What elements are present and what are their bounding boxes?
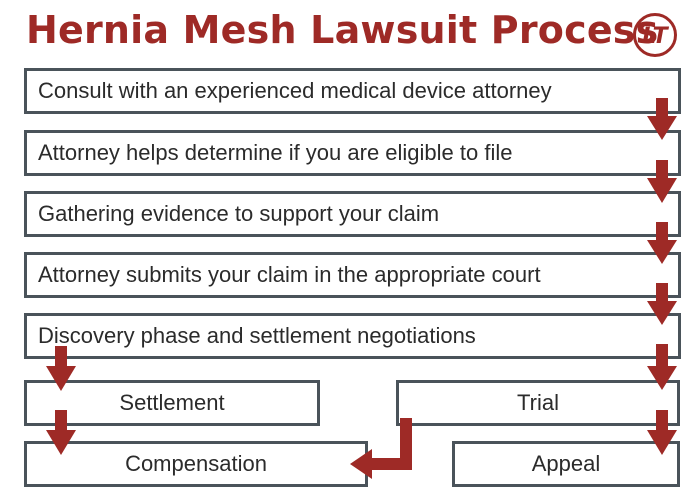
elbow-left-arrow-icon	[350, 418, 412, 479]
law-firm-logo: LT	[633, 13, 677, 57]
trial-label: Trial	[517, 390, 559, 415]
down-arrow-icon	[46, 346, 76, 391]
step-2-label: Attorney helps determine if you are elig…	[38, 140, 513, 165]
step-box-3	[24, 191, 681, 237]
appeal-label: Appeal	[531, 451, 601, 476]
step-3-label: Gathering evidence to support your claim	[38, 201, 440, 226]
down-arrow-icon	[647, 222, 677, 264]
step-5-label: Discovery phase and settlement negotiati…	[38, 323, 476, 348]
compensation-label: Compensation	[125, 451, 267, 476]
page-title: Hernia Mesh Lawsuit Process	[26, 8, 659, 52]
down-arrow-icon	[647, 283, 677, 325]
step-1-label: Consult with an experienced medical devi…	[38, 78, 552, 103]
down-arrow-icon	[647, 98, 677, 140]
step-box-4	[24, 252, 681, 298]
step-box-5	[24, 313, 681, 359]
step-4-label: Attorney submits your claim in the appro…	[38, 262, 541, 287]
settlement-box	[24, 380, 320, 426]
down-arrow-icon	[46, 410, 76, 455]
step-box-2	[24, 130, 681, 176]
svg-text:LT: LT	[642, 24, 669, 49]
step-box-1	[24, 68, 681, 114]
trial-box	[396, 380, 680, 426]
down-arrow-icon	[647, 410, 677, 455]
down-arrow-icon	[647, 344, 677, 390]
down-arrow-icon	[647, 160, 677, 203]
settlement-label: Settlement	[119, 390, 225, 415]
appeal-box	[452, 441, 680, 487]
compensation-box	[24, 441, 368, 487]
